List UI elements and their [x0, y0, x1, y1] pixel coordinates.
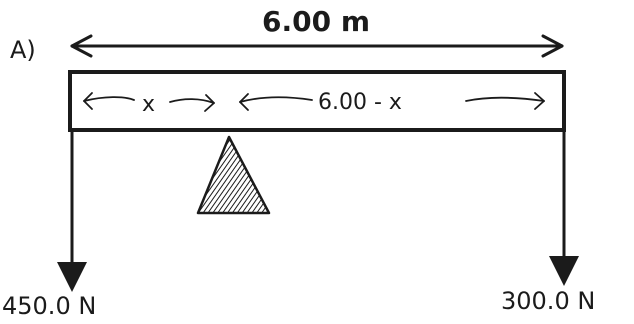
right-segment-dimension: 6.00 - x	[239, 90, 545, 115]
total-length-right-arrowhead	[541, 34, 564, 58]
total-length-left-arrowhead	[70, 34, 93, 58]
left-segment-left-arrowhead	[83, 92, 93, 110]
left-segment-right-arrowhead	[204, 94, 215, 112]
right-segment-label: 6.00 - x	[318, 90, 402, 115]
right-segment-right-arrowhead	[534, 92, 545, 110]
right-force-label: 300.0 N	[501, 287, 595, 315]
right-segment-right-line	[465, 96, 545, 102]
pivot-fulcrum	[196, 135, 271, 215]
right-segment-left-arrowhead	[239, 93, 249, 111]
beam	[68, 70, 566, 132]
total-length-label: 6.00 m	[262, 5, 370, 38]
right-segment-left-line	[239, 96, 313, 103]
part-label: A)	[10, 36, 36, 64]
left-force-label: 450.0 N	[2, 292, 96, 320]
left-segment-left-line	[83, 96, 135, 102]
left-segment-label: x	[142, 92, 155, 117]
left-segment-right-line	[169, 98, 215, 104]
left-segment-dimension: x	[83, 92, 215, 117]
total-length-dimension	[70, 34, 564, 58]
